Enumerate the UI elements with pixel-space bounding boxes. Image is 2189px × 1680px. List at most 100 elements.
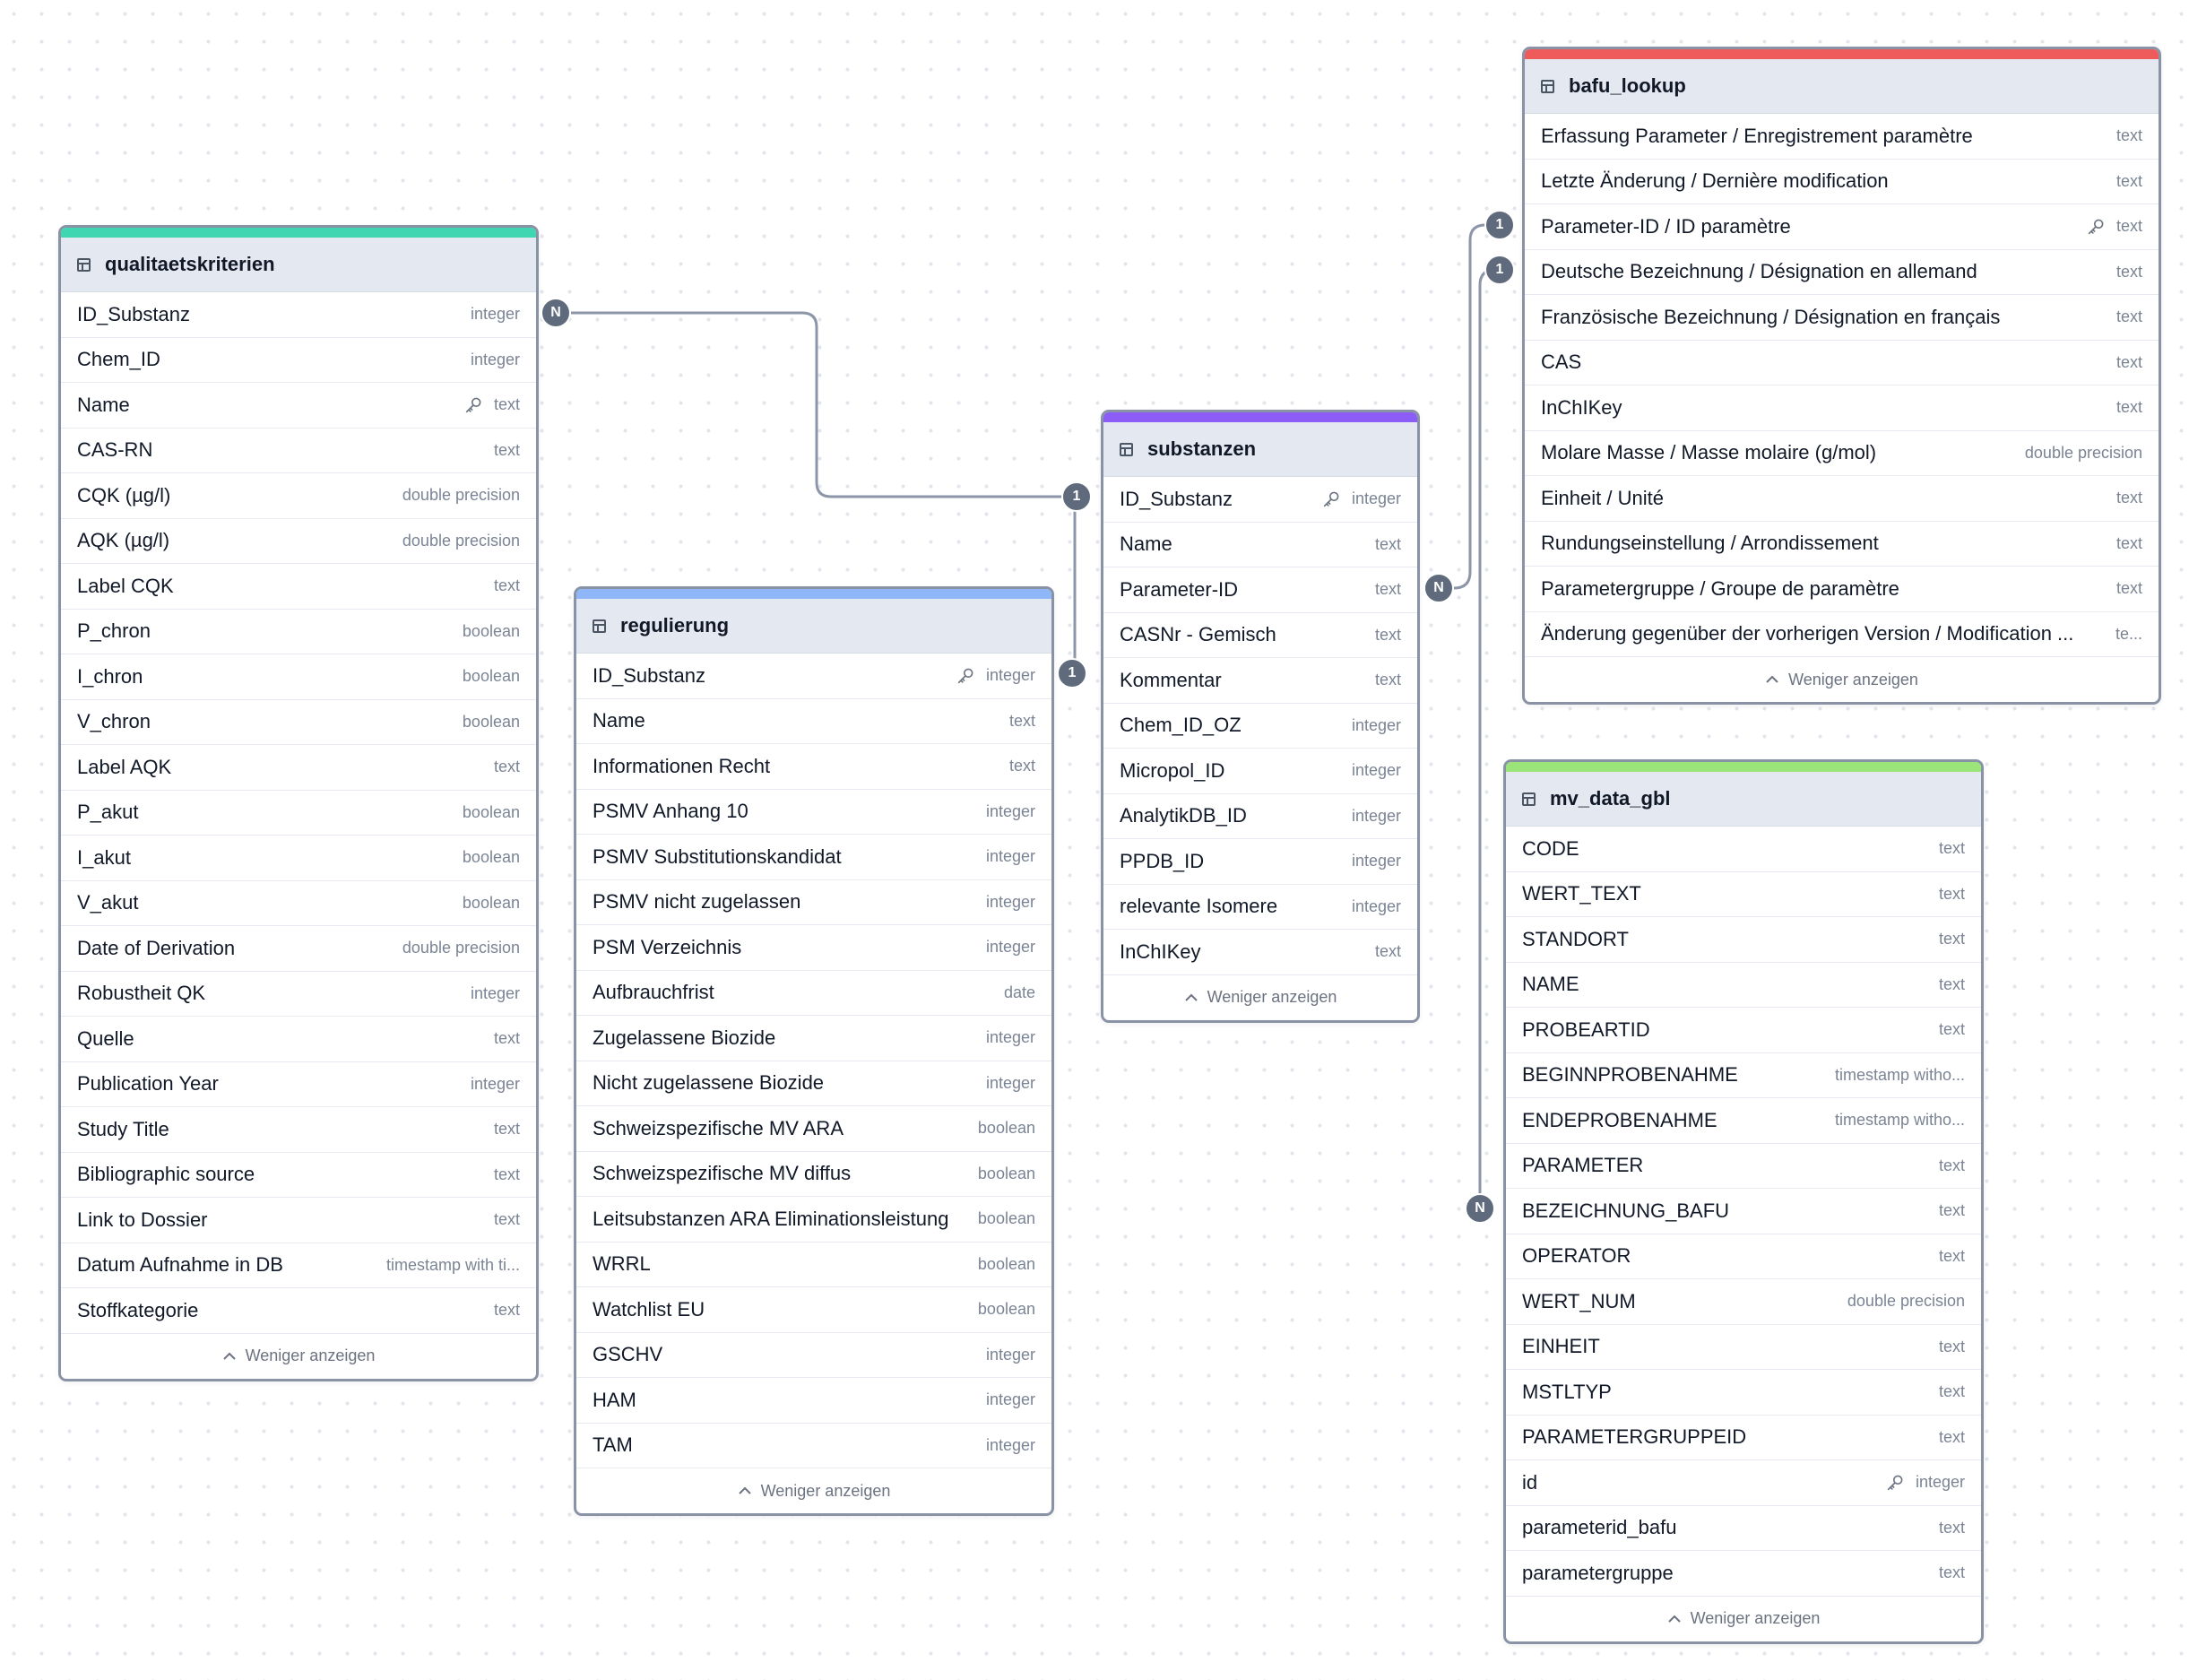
column-meta: integer [1352,807,1401,826]
table-header[interactable]: substanzen [1103,422,1417,477]
column-row[interactable]: Änderung gegenüber der vorherigen Versio… [1525,612,2159,657]
show-less-button[interactable]: Weniger anzeigen [1103,975,1417,1020]
show-less-button[interactable]: Weniger anzeigen [576,1468,1051,1513]
column-row[interactable]: Molare Masse / Masse molaire (g/mol)doub… [1525,431,2159,476]
column-row[interactable]: Erfassung Parameter / Enregistrement par… [1525,114,2159,160]
column-row[interactable]: CQK (µg/l)double precision [61,473,536,519]
show-less-button[interactable]: Weniger anzeigen [61,1334,536,1379]
table-header[interactable]: regulierung [576,599,1051,654]
column-row[interactable]: Französische Bezeichnung / Désignation e… [1525,295,2159,341]
column-row[interactable]: AQK (µg/l)double precision [61,519,536,564]
table-accent-bar [61,228,536,238]
table-header[interactable]: qualitaetskriterien [61,238,536,292]
column-type: boolean [462,893,520,912]
table-header[interactable]: bafu_lookup [1525,59,2159,114]
show-less-button[interactable]: Weniger anzeigen [1525,657,2159,702]
table-header[interactable]: mv_data_gbl [1506,772,1981,827]
table-bafu-lookup[interactable]: bafu_lookup Erfassung Parameter / Enregi… [1522,47,2161,705]
column-row[interactable]: Deutsche Bezeichnung / Désignation en al… [1525,250,2159,295]
show-less-button[interactable]: Weniger anzeigen [1506,1597,1981,1641]
column-meta: text [494,441,520,460]
